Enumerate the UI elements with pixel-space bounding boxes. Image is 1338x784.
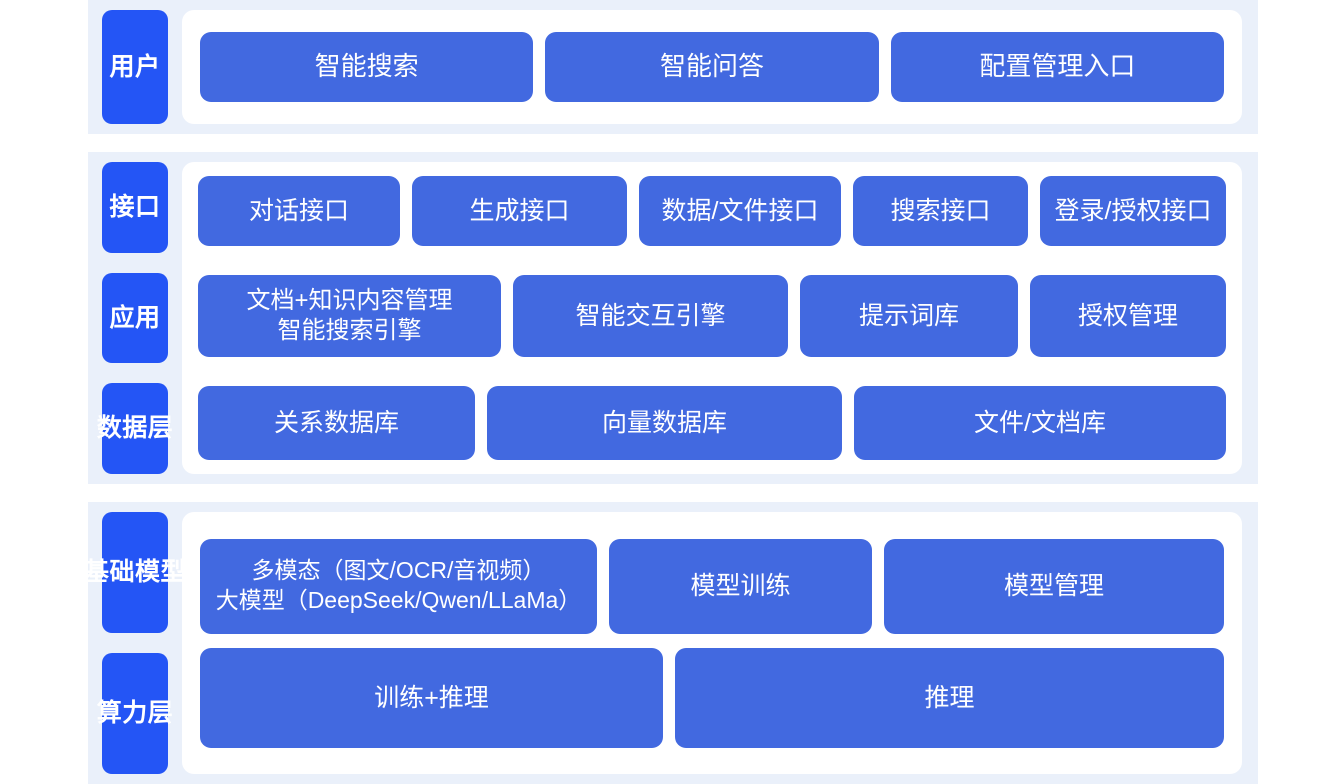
card-authorization-management[interactable]: 授权管理: [1030, 275, 1226, 357]
label-char: 型: [160, 558, 187, 586]
label-char: 数: [96, 414, 123, 443]
card-model-training[interactable]: 模型训练: [609, 538, 872, 634]
card-vector-database[interactable]: 向量数据库: [487, 386, 842, 460]
layer-label-interface: 接口: [102, 162, 168, 253]
card-relational-database[interactable]: 关系数据库: [198, 386, 475, 460]
card-file-document-store[interactable]: 文件/文档库: [854, 386, 1226, 460]
card-interaction-engine[interactable]: 智能交互引擎: [513, 275, 788, 357]
layer-panel-user: 智能搜索 智能问答 配置管理入口: [182, 10, 1242, 124]
label-char: 接: [109, 192, 135, 221]
card-smart-qa[interactable]: 智能问答: [545, 32, 879, 102]
card-row-interface: 对话接口 生成接口 数据/文件接口 搜索接口 登录/授权接口: [198, 176, 1226, 246]
card-row-compute: 训练+推理 推理: [200, 647, 1224, 748]
layer-label-user: 用户: [102, 10, 168, 124]
label-char: 户: [135, 52, 161, 81]
card-row-foundation-model: 多模态（图文/OCR/音视频） 大模型（DeepSeek/Qwen/LLaMa）…: [200, 538, 1224, 634]
card-generate-api[interactable]: 生成接口: [412, 176, 627, 246]
layer-label-application: 应用: [102, 272, 168, 364]
layer-label-compute: 算力层: [97, 653, 173, 774]
card-row-user: 智能搜索 智能问答 配置管理入口: [200, 32, 1224, 102]
layer-band-middle: 接口 应用 数据层 对话接口 生成接口 数据/文件接口 搜索接口 登录/授权接口…: [88, 152, 1258, 484]
card-smart-search[interactable]: 智能搜索: [200, 32, 534, 102]
card-data-file-api[interactable]: 数据/文件接口: [639, 176, 841, 246]
card-model-management[interactable]: 模型管理: [884, 538, 1224, 634]
label-char: 应: [109, 303, 135, 332]
layer-band-base: 基础模型 算力层 多模态（图文/OCR/音视频） 大模型（DeepSeek/Qw…: [84, 502, 1258, 784]
layer-panel-base: 多模态（图文/OCR/音视频） 大模型（DeepSeek/Qwen/LLaMa）…: [182, 512, 1242, 774]
label-char: 用: [135, 303, 161, 332]
card-row-data: 关系数据库 向量数据库 文件/文档库: [198, 386, 1226, 460]
label-char: 模: [135, 558, 161, 586]
card-multimodal-large-model[interactable]: 多模态（图文/OCR/音视频） 大模型（DeepSeek/Qwen/LLaMa）: [200, 538, 597, 634]
card-prompt-library[interactable]: 提示词库: [800, 275, 1018, 357]
label-char: 口: [135, 192, 161, 221]
label-char: 力: [122, 699, 148, 727]
label-char: 层: [147, 699, 174, 727]
card-training-inference[interactable]: 训练+推理: [200, 647, 663, 748]
card-search-api[interactable]: 搜索接口: [853, 176, 1028, 246]
card-knowledge-content-management[interactable]: 文档+知识内容管理 智能搜索引擎: [198, 275, 501, 357]
layer-label-column-user: 用户: [88, 0, 182, 134]
layer-label-data: 数据层: [97, 383, 173, 475]
label-char: 据: [122, 414, 148, 443]
layer-label-column-middle: 接口 应用 数据层: [88, 152, 182, 484]
card-row-application: 文档+知识内容管理 智能搜索引擎 智能交互引擎 提示词库 授权管理: [198, 275, 1226, 357]
layer-panel-middle: 对话接口 生成接口 数据/文件接口 搜索接口 登录/授权接口 文档+知识内容管理…: [182, 162, 1242, 474]
label-char: 层: [147, 414, 174, 443]
label-char: 基: [83, 558, 110, 586]
card-dialog-api[interactable]: 对话接口: [198, 176, 400, 246]
label-char: 算: [96, 699, 123, 727]
card-login-auth-api[interactable]: 登录/授权接口: [1040, 176, 1226, 246]
layer-band-user: 用户 智能搜索 智能问答 配置管理入口: [88, 0, 1258, 134]
label-char: 用: [109, 52, 135, 81]
layer-label-foundation-model: 基础模型: [84, 512, 186, 633]
card-inference[interactable]: 推理: [675, 647, 1224, 748]
layer-label-column-base: 基础模型 算力层: [84, 502, 186, 784]
label-char: 础: [109, 558, 135, 586]
card-config-management-entry[interactable]: 配置管理入口: [890, 32, 1224, 102]
